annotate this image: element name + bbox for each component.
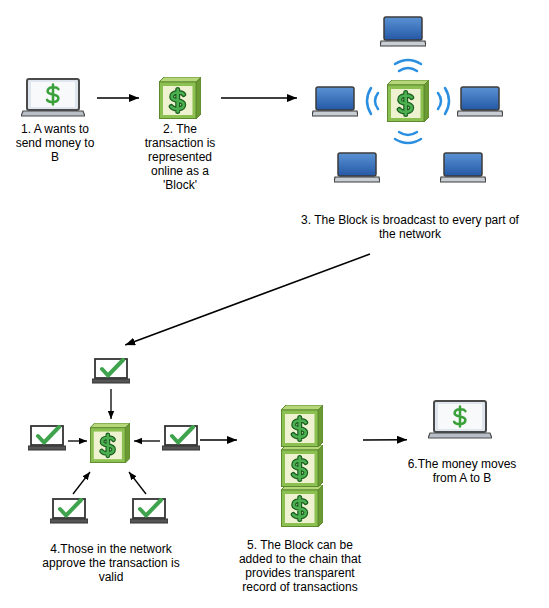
connectors [97, 98, 407, 440]
flow-arrow [125, 254, 370, 345]
approving-laptop [50, 499, 88, 523]
network-laptop [334, 153, 380, 182]
chain-block [281, 445, 323, 487]
step-caption: 4.Those in the network approve the trans… [36, 542, 186, 584]
flow-arrow [200, 439, 237, 441]
wifi-wave [367, 88, 371, 114]
flow-arrow [363, 439, 407, 441]
wifi-waves [367, 60, 449, 143]
step-node: 4.Those in the network approve the trans… [22, 345, 200, 585]
sender-laptop [21, 79, 85, 116]
validated-block [90, 423, 130, 463]
wifi-wave [399, 132, 417, 135]
approval-arrow [68, 440, 87, 441]
approving-laptop [28, 426, 66, 450]
wifi-wave [438, 93, 441, 109]
approving-laptop [162, 426, 200, 450]
step-caption: 5. The Block can be added to the chain t… [237, 538, 363, 594]
approval-arrow [134, 440, 160, 441]
receiver-laptop [428, 401, 492, 438]
approval-arrows [68, 389, 160, 494]
step-caption: 6.The money moves from A to B [407, 457, 517, 485]
approving-laptop [92, 359, 130, 383]
step-node: 5. The Block can be added to the chain t… [237, 400, 363, 608]
approving-laptop [130, 499, 168, 523]
step-node: 6.The money moves from A to B [407, 395, 517, 490]
network-laptop [440, 153, 486, 182]
network-laptop [380, 17, 426, 46]
transaction-block [159, 77, 201, 119]
approval-arrow [73, 472, 90, 494]
chain-block [281, 405, 323, 447]
broadcast-block [387, 80, 429, 122]
step-node: 1. A wants to send money to B [13, 76, 97, 166]
wifi-wave [445, 88, 449, 114]
step-node: 3. The Block is broadcast to every part … [297, 8, 523, 254]
wifi-wave [399, 68, 417, 71]
wifi-wave [395, 60, 421, 64]
step-caption: 2. The transaction is represented online… [139, 122, 221, 192]
step-caption: 3. The Block is broadcast to every part … [297, 213, 523, 241]
step-caption: 1. A wants to send money to B [13, 122, 97, 164]
wifi-wave [375, 93, 378, 109]
network-laptop [457, 87, 503, 116]
chain-block [281, 485, 323, 527]
network-laptop [312, 87, 358, 116]
flow-arrow [221, 97, 297, 99]
approval-arrow [129, 472, 146, 494]
approval-arrow [110, 389, 111, 419]
flow-arrow [97, 97, 139, 99]
step-node: 2. The transaction is represented online… [139, 74, 221, 200]
wifi-wave [395, 139, 421, 143]
